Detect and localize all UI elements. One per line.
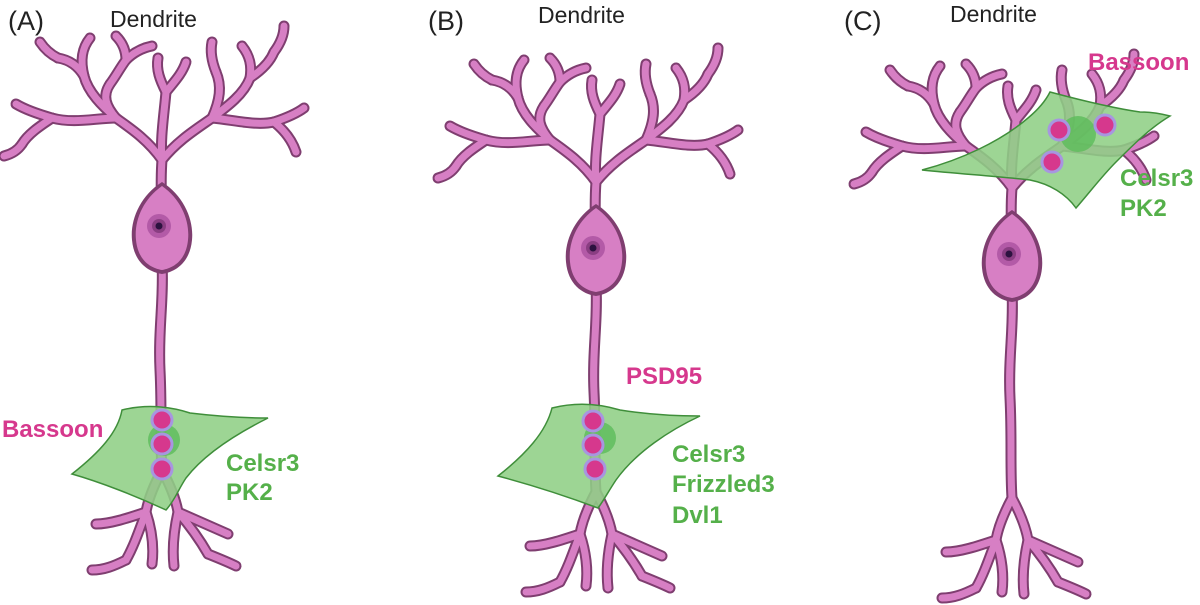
presynaptic-marker-label: Bassoon [2,416,103,443]
dendrite-label: Dendrite [110,6,197,32]
panel-c: (C) Dendrite Bassoon Celsr3 PK2 [844,1,1193,598]
synapse-region [921,91,1172,210]
vesicle [1040,150,1064,174]
neuron [854,54,1154,598]
panel-letter: (C) [844,6,881,36]
vesicle [1047,118,1071,142]
pcp-protein-label: Frizzled3 [672,471,775,498]
vesicle [1093,113,1117,137]
dendrite-label: Dendrite [538,2,625,28]
pcp-protein-label: PK2 [226,479,273,506]
pcp-protein-label: Dvl1 [672,502,723,529]
vesicle [581,433,605,457]
neuron [438,48,738,592]
panel-b: (B) Dendrite PSD95 Celsr3 Frizzled3 Dvl1 [428,2,775,592]
vesicle [150,408,174,432]
synapse-region [70,405,269,511]
vesicle [581,409,605,433]
neuron [4,26,304,570]
panel-letter: (B) [428,6,464,36]
presynaptic-marker-label: Bassoon [1088,49,1189,76]
dendrite-label: Dendrite [950,1,1037,27]
pcp-protein-label: Celsr3 [1120,165,1193,192]
vesicle [150,432,174,456]
synapse-region [496,403,701,509]
vesicle [583,457,607,481]
vesicle [150,457,174,481]
panel-letter: (A) [8,6,44,36]
pcp-protein-label: PK2 [1120,195,1167,222]
pcp-protein-label: Celsr3 [226,450,299,477]
pcp-protein-label: Celsr3 [672,441,745,468]
postsynaptic-marker-label: PSD95 [626,363,702,390]
panel-a: (A) Dendrite Bassoon Celsr3 PK2 [2,6,304,570]
